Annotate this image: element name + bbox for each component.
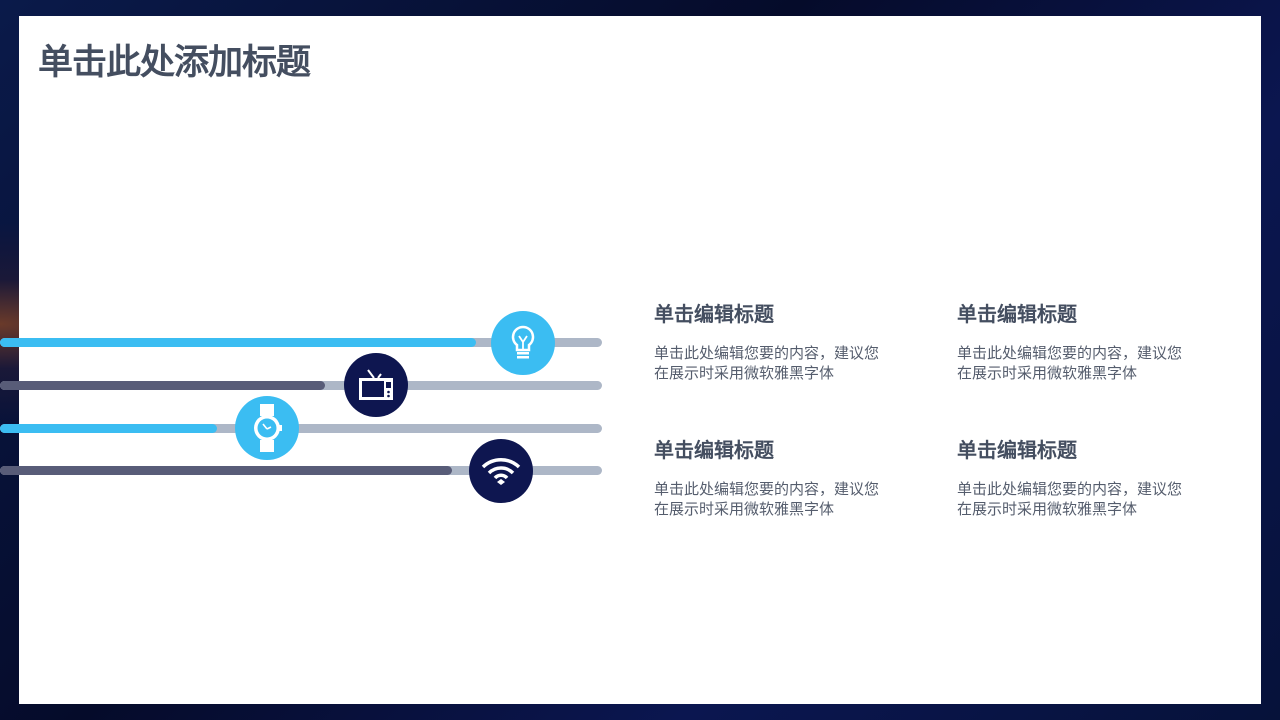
slide-title[interactable]: 单击此处添加标题 (38, 43, 311, 83)
text-block-4: 单击编辑标题 单击此处编辑您要的内容，建议您在展示时采用微软雅黑字体 (957, 434, 1217, 519)
progress-fill-4 (0, 466, 452, 475)
block-body[interactable]: 单击此处编辑您要的内容，建议您在展示时采用微软雅黑字体 (654, 480, 880, 518)
watch-icon (235, 396, 299, 460)
block-title[interactable]: 单击编辑标题 (957, 438, 1077, 462)
progress-track-3 (0, 424, 602, 433)
block-body[interactable]: 单击此处编辑您要的内容，建议您在展示时采用微软雅黑字体 (957, 344, 1183, 382)
block-title[interactable]: 单击编辑标题 (654, 438, 774, 462)
block-title[interactable]: 单击编辑标题 (957, 302, 1077, 326)
slide-panel (19, 16, 1261, 704)
tv-icon (344, 353, 408, 417)
text-block-3: 单击编辑标题 单击此处编辑您要的内容，建议您在展示时采用微软雅黑字体 (654, 434, 914, 519)
progress-track-1 (0, 338, 602, 347)
block-body[interactable]: 单击此处编辑您要的内容，建议您在展示时采用微软雅黑字体 (654, 344, 880, 382)
progress-fill-3 (0, 424, 217, 433)
wifi-icon (469, 439, 533, 503)
block-body[interactable]: 单击此处编辑您要的内容，建议您在展示时采用微软雅黑字体 (957, 480, 1183, 518)
text-block-2: 单击编辑标题 单击此处编辑您要的内容，建议您在展示时采用微软雅黑字体 (957, 298, 1217, 383)
progress-track-2 (0, 381, 602, 390)
progress-track-4 (0, 466, 602, 475)
lightbulb-icon (491, 311, 555, 375)
progress-fill-1 (0, 338, 476, 347)
progress-fill-2 (0, 381, 326, 390)
block-title[interactable]: 单击编辑标题 (654, 302, 774, 326)
text-block-1: 单击编辑标题 单击此处编辑您要的内容，建议您在展示时采用微软雅黑字体 (654, 298, 914, 383)
